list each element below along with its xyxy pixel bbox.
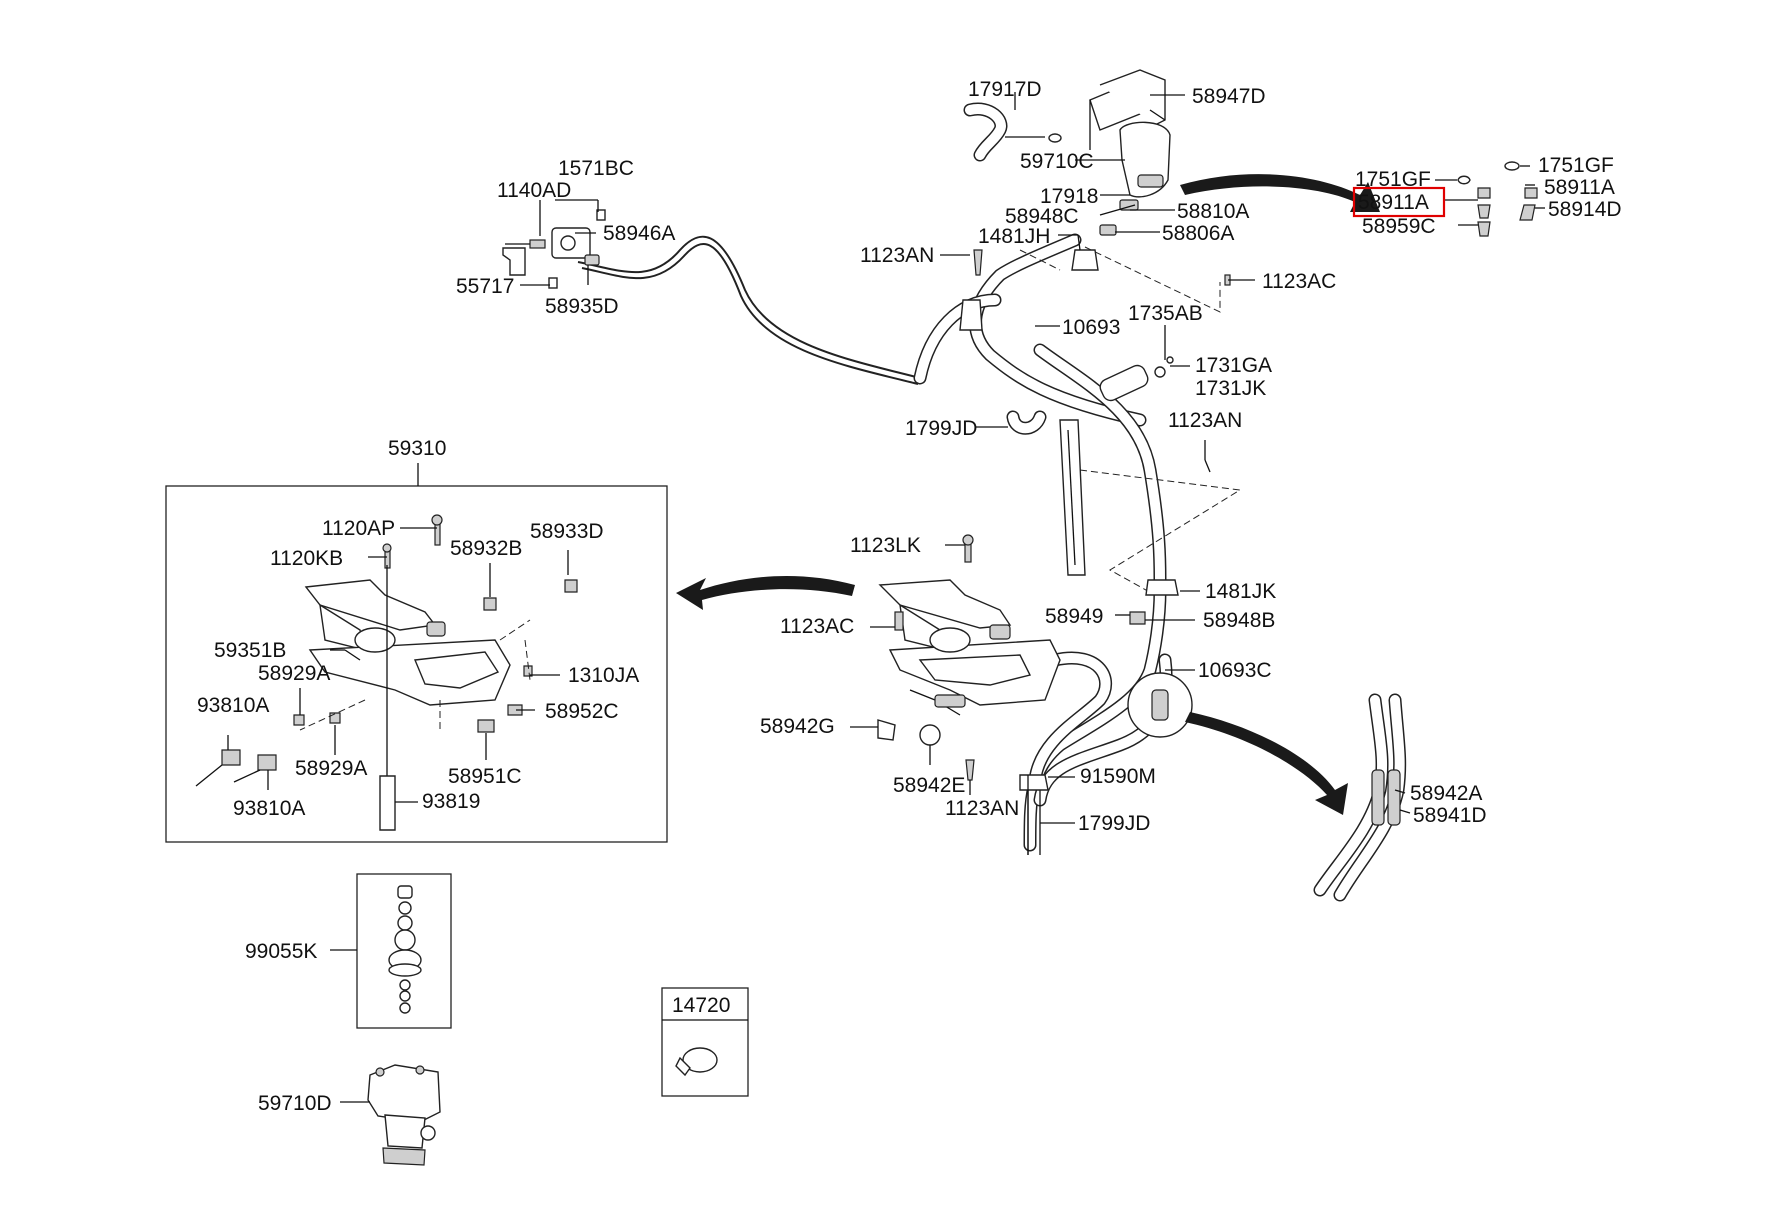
label-59710C: 59710C <box>1020 150 1094 173</box>
label-58911A-highlighted: 58911A <box>1358 191 1429 214</box>
label-1310JA: 1310JA <box>568 664 639 687</box>
label-58914D: 58914D <box>1548 198 1622 221</box>
label-1123LK: 1123LK <box>850 534 921 557</box>
fitting-detail-upper-right <box>1457 161 1538 237</box>
label-1123AN-top: 1123AN <box>860 244 934 267</box>
label-58810A: 58810A <box>1177 200 1249 223</box>
label-10693: 10693 <box>1062 316 1120 339</box>
label-1731GA: 1731GA <box>1195 354 1272 377</box>
label-1731JK: 1731JK <box>1195 377 1266 400</box>
label-59351B: 59351B <box>214 639 286 662</box>
label-1120KB: 1120KB <box>270 547 343 570</box>
label-58942G: 58942G <box>760 715 835 738</box>
pedal-assembly-center <box>877 410 1179 855</box>
label-17917D: 17917D <box>968 78 1042 101</box>
label-58947D: 58947D <box>1192 85 1266 108</box>
arrows <box>676 174 1380 815</box>
label-1123AN-bottom: 1123AN <box>945 797 1019 820</box>
pedal-kit-box <box>165 485 668 843</box>
label-59710D: 59710D <box>258 1092 332 1115</box>
label-58942E: 58942E <box>893 774 965 797</box>
label-55717: 55717 <box>456 275 514 298</box>
arrow-to-fitting-detail <box>1180 174 1380 212</box>
label-1751GF-right: 1751GF <box>1538 154 1614 177</box>
label-1799JD-top: 1799JD <box>905 417 977 440</box>
label-58949: 58949 <box>1045 605 1103 628</box>
leader-lines <box>227 92 1545 1103</box>
label-58959C: 58959C <box>1362 215 1436 238</box>
label-10693C: 10693C <box>1198 659 1272 682</box>
label-1799JD-bottom: 1799JD <box>1078 812 1150 835</box>
pedal-assembly-box <box>195 514 578 831</box>
label-93810A-bottom: 93810A <box>233 797 305 820</box>
label-1571BC: 1571BC <box>558 157 634 180</box>
label-58929A-top: 58929A <box>258 662 330 685</box>
arrow-to-hose-detail <box>1185 712 1348 815</box>
label-1123AN-mid: 1123AN <box>1168 409 1242 432</box>
label-1140AD: 1140AD <box>497 179 571 202</box>
label-91590M: 91590M <box>1080 765 1156 788</box>
pipe-fitting-bracket <box>502 209 606 289</box>
highlight-box-58911A <box>1352 186 1446 218</box>
label-1751GF-left: 1751GF <box>1355 168 1431 191</box>
label-58935D: 58935D <box>545 295 619 318</box>
label-58929A-bottom: 58929A <box>295 757 367 780</box>
clamp-box <box>661 987 749 1097</box>
brake-pipe-routing <box>577 233 1242 855</box>
label-58932B: 58932B <box>450 537 522 560</box>
label-58948C: 58948C <box>1005 205 1079 228</box>
label-99055K: 99055K <box>245 940 317 963</box>
label-58806A: 58806A <box>1162 222 1234 245</box>
reservoir-assembly <box>959 69 1231 402</box>
label-17918: 17918 <box>1040 185 1098 208</box>
label-93819: 93819 <box>422 790 480 813</box>
label-58948B: 58948B <box>1203 609 1275 632</box>
label-58946A: 58946A <box>603 222 675 245</box>
reservoir-59710D <box>367 1064 441 1166</box>
arrow-to-pedal-box <box>676 575 855 610</box>
label-58952C: 58952C <box>545 700 619 723</box>
label-58911A-right: 58911A <box>1544 176 1615 199</box>
label-1735AB: 1735AB <box>1128 302 1203 325</box>
part-labels: 17917D 58947D 59710C 1751GF 1751GF 58911… <box>197 78 1622 1115</box>
label-59310: 59310 <box>388 437 446 460</box>
repair-kit-box <box>356 873 452 1029</box>
label-1120AP: 1120AP <box>322 517 395 540</box>
magnified-connector-callout <box>1127 672 1193 738</box>
hose-clamp-part <box>675 1047 718 1077</box>
label-1123AC-mid: 1123AC <box>780 615 854 638</box>
label-93810A-top: 93810A <box>197 694 269 717</box>
label-14720: 14720 <box>672 994 730 1017</box>
repair-kit-parts <box>388 885 422 1014</box>
label-1123AC-top: 1123AC <box>1262 270 1336 293</box>
label-58941D: 58941D <box>1413 804 1487 827</box>
label-58951C: 58951C <box>448 765 522 788</box>
label-1481JK: 1481JK <box>1205 580 1276 603</box>
hose-connector-detail <box>1313 693 1407 902</box>
label-58942A: 58942A <box>1410 782 1482 805</box>
label-1481JH: 1481JH <box>978 225 1050 248</box>
label-58933D: 58933D <box>530 520 604 543</box>
